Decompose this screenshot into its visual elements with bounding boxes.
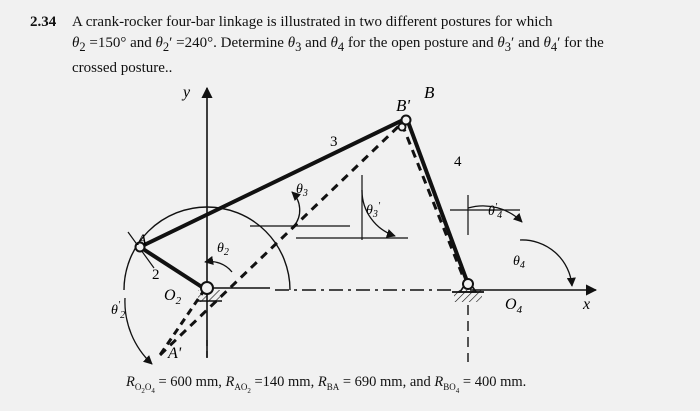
label-theta2-prime: θ′2 bbox=[111, 300, 125, 321]
problem-sentence-3: crossed posture.. bbox=[72, 60, 173, 76]
link-2-prime bbox=[158, 288, 207, 356]
pin-b-prime bbox=[397, 122, 407, 132]
theta4-arc bbox=[519, 239, 576, 287]
x-axis-label: x bbox=[582, 296, 590, 313]
dimensions-caption: RO2O4 = 600 mm, RAO2 =140 mm, RBA = 690 … bbox=[126, 374, 527, 395]
theta4p-arc bbox=[467, 205, 523, 223]
label-o2: O2 bbox=[164, 287, 182, 307]
problem-text: A crank-rocker four-bar linkage is illus… bbox=[72, 14, 604, 76]
label-theta3: θ3 bbox=[296, 182, 308, 199]
pivot-o4 bbox=[452, 278, 484, 302]
problem-statement: 2.34 A crank-rocker four-bar linkage is … bbox=[30, 12, 680, 79]
label-theta3-prime: θ3′ bbox=[366, 201, 381, 220]
theta3-arc bbox=[291, 191, 302, 227]
theta3p-arc bbox=[361, 189, 396, 238]
label-o4: O4 bbox=[505, 296, 523, 316]
label-link-3: 3 bbox=[330, 134, 338, 150]
link-4 bbox=[405, 118, 470, 285]
label-a: A bbox=[136, 232, 147, 249]
link-3 bbox=[139, 117, 406, 249]
link-3-prime bbox=[158, 121, 404, 357]
label-link-2: 2 bbox=[152, 267, 160, 283]
problem-number: 2.34 bbox=[30, 14, 57, 30]
pivot-o2 bbox=[196, 281, 222, 302]
label-theta2: θ2 bbox=[217, 241, 229, 258]
y-axis-label: y bbox=[181, 84, 191, 101]
theta2-value: =150° bbox=[89, 35, 127, 51]
problem-sentence-1: A crank-rocker four-bar linkage is illus… bbox=[72, 14, 553, 30]
link-2 bbox=[138, 245, 207, 291]
theta2p-arc bbox=[124, 297, 153, 365]
label-link-4: 4 bbox=[454, 154, 462, 170]
pin-b bbox=[400, 114, 412, 126]
pin-a bbox=[134, 241, 146, 253]
crank-arc-solid bbox=[123, 206, 291, 291]
label-b-prime: B' bbox=[396, 96, 410, 115]
label-theta4: θ4 bbox=[513, 254, 525, 271]
label-theta4-prime: θ′4 bbox=[488, 202, 502, 221]
label-a-prime: A' bbox=[167, 345, 182, 362]
label-b: B bbox=[424, 83, 435, 102]
link-4-prime bbox=[400, 123, 468, 285]
theta2-prime-value: =240° bbox=[176, 35, 214, 51]
theta2-arc bbox=[204, 256, 233, 273]
